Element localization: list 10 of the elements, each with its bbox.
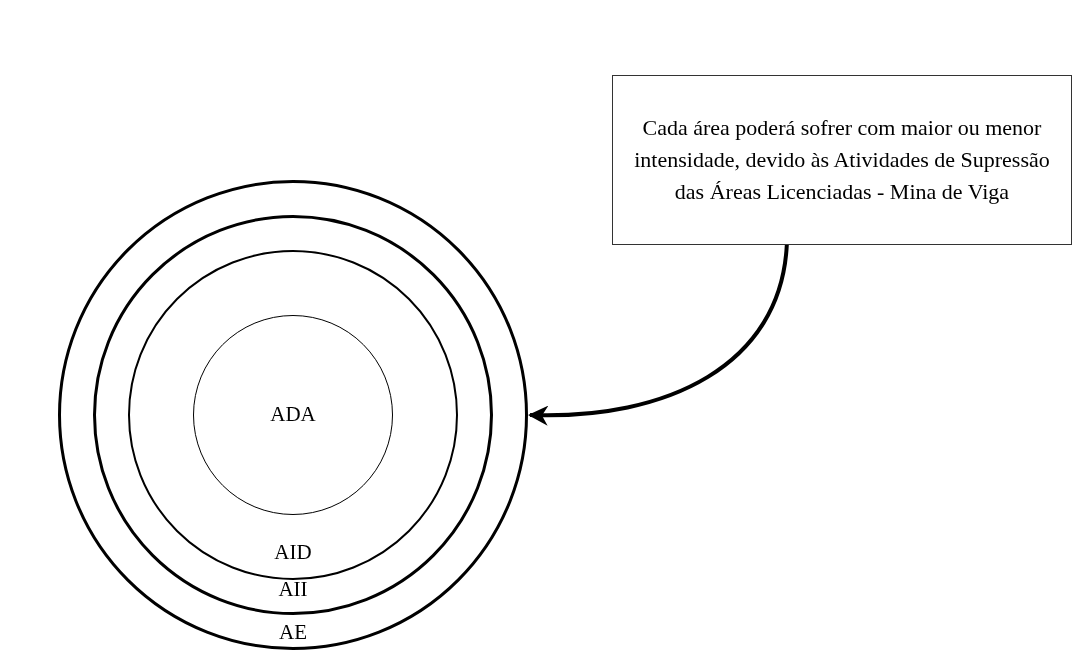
direct-area-circle (128, 250, 458, 580)
curved-arrow (528, 244, 789, 425)
area-label: AE (279, 620, 307, 644)
outer-area-circle (58, 180, 528, 650)
area-label: AII (278, 577, 308, 601)
note-text: Cada área poderá sofrer com maior ou menor intensidade, devido às Atividades de Supressão das Áreas Licenciadas - Mina de Viga (633, 114, 1051, 206)
indirect-area-circle (93, 215, 493, 615)
note-box (612, 75, 1072, 245)
area-label: AID (274, 539, 312, 564)
area-label: ADA (270, 401, 316, 426)
